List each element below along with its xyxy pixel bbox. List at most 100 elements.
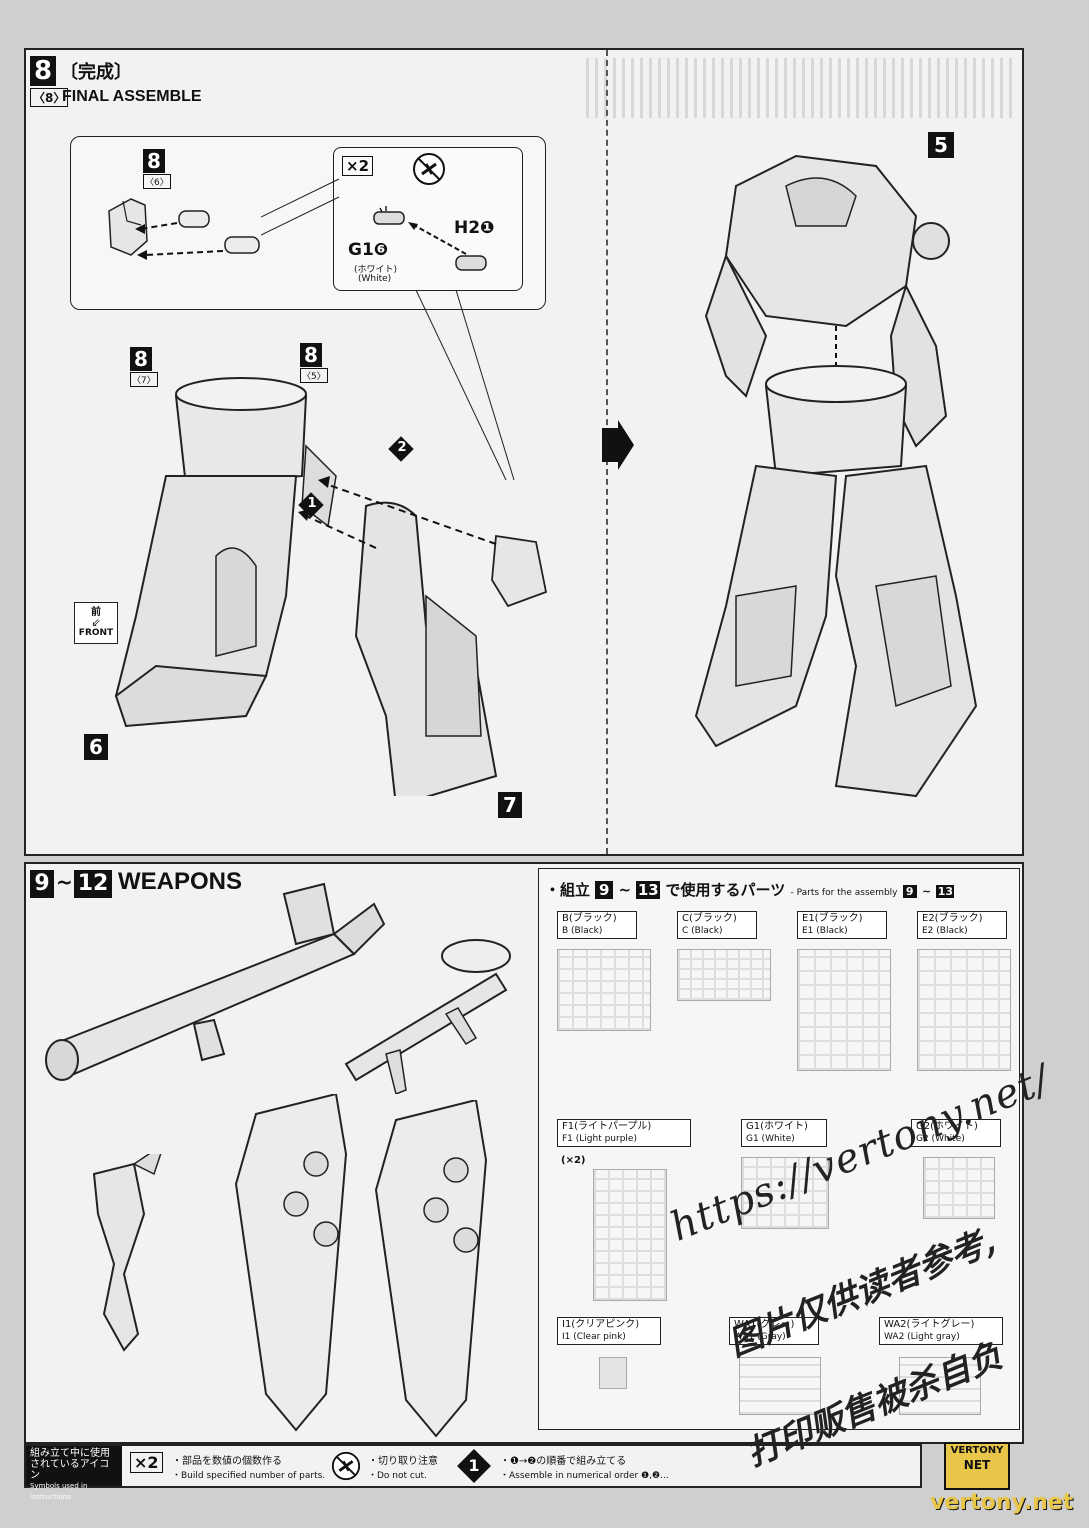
callout-pointer <box>415 290 515 481</box>
legend-item1-jp: ・部品を数値の個数作る <box>172 1456 282 1467</box>
ref-right-sub: 〈5〉 <box>300 368 328 383</box>
legend-item2-en: ・Do not cut. <box>368 1471 427 1481</box>
runner-e1-jp: E1(ブラック) <box>802 913 863 924</box>
order-label-1: 1 <box>307 496 317 511</box>
callout-ref-sub: 〈6〉 <box>143 174 171 189</box>
ref-left-sub: 〈7〉 <box>130 372 158 387</box>
runner-f1-jp: F1(ライトパープル) <box>562 1121 652 1132</box>
runner-b-en: B (Black) <box>562 926 603 936</box>
runner-label-i1: I1(クリアピンク) I1 (Clear pink) <box>557 1317 661 1345</box>
callout-link-lines <box>261 178 340 236</box>
runner-c-jp: C(ブラック) <box>682 913 737 924</box>
step-title-jp: 〔完成〕 <box>60 62 132 83</box>
front-label-jp: 前 <box>91 607 101 618</box>
runner-label-e2: E2(ブラック) E2 (Black) <box>917 911 1007 939</box>
runner-wa1-image <box>739 1357 821 1415</box>
legend-multiplier-icon: ×2 <box>130 1452 163 1473</box>
legend-item3-en: ・Assemble in numerical order ❶,❷... <box>500 1471 669 1481</box>
legend-title: 組み立て中に使用 されているアイコン Symbols used in instr… <box>26 1446 122 1501</box>
legend-title-jp-1: 組み立て中に使用 <box>30 1448 110 1459</box>
ref-right-number: 8 <box>300 343 322 367</box>
rifle-drawing <box>344 939 511 1094</box>
runner-e1-image <box>797 949 891 1071</box>
runner-g2-en: G2 (White) <box>916 1134 965 1144</box>
runner-wa1-jp: WA1(グレー) <box>734 1319 795 1330</box>
thruster-part-2 <box>224 236 260 254</box>
runner-g2-jp: G2(ホワイト) <box>916 1121 978 1132</box>
callout-inner-box: ×2 H2❶ G1❻ (ホワイト) (White) <box>333 147 523 291</box>
upper-body-label-5: 5 <box>928 132 954 158</box>
parts-header-en: - Parts for the assembly <box>790 888 898 898</box>
runner-label-c: C(ブラック) C (Black) <box>677 911 757 939</box>
runner-e2-en: E2 (Black) <box>922 926 968 936</box>
watermark-logo-top: VERTONY <box>950 1445 1004 1456</box>
watermark-bottom: vertony.net <box>930 1490 1074 1515</box>
parts-header-jp-post: で使用するパーツ <box>665 881 786 899</box>
runner-label-b: B(ブラック) B (Black) <box>557 911 637 939</box>
multiplier-badge: ×2 <box>342 156 374 176</box>
runner-g1-jp: G1(ホワイト) <box>746 1121 808 1132</box>
runner-e1-en: E1 (Black) <box>802 926 848 936</box>
parts-header-to: 13 <box>636 881 661 899</box>
shield-drawing-left <box>234 1094 348 1432</box>
bazooka-drawing <box>45 882 386 1081</box>
parts-header-en-to: 13 <box>936 885 955 898</box>
parts-header-tilde: ~ <box>618 881 632 899</box>
weapons-title: WEAPONS <box>118 868 243 895</box>
tomahawk-drawing <box>92 1154 162 1352</box>
front-arrow-icon: ⇙ <box>91 616 101 629</box>
step-title-en: FINAL ASSEMBLE <box>62 88 202 105</box>
leg-label-6: 6 <box>84 734 108 760</box>
watermark-logo-mid: NET <box>963 1458 991 1472</box>
runner-f1-image <box>593 1169 667 1301</box>
runner-c-en: C (Black) <box>682 926 723 936</box>
front-label-en: FRONT <box>78 628 114 638</box>
runner-label-wa1: WA1(グレー) WA1 (Gray) <box>729 1317 819 1345</box>
parts-header-jp-pre: ・組立 <box>545 881 591 899</box>
shield-drawing-right <box>374 1100 488 1438</box>
runner-wa1-en: WA1 (Gray) <box>734 1332 786 1342</box>
ref-left-number: 8 <box>130 347 152 371</box>
step-sub-number: 〈8〉 <box>30 88 69 107</box>
runner-e2-image <box>917 949 1011 1071</box>
weapons-panel: 9 ~ 12 WEAPONS <box>24 862 1024 1444</box>
runner-g1-image <box>741 1157 829 1229</box>
legend-no-cut-icon <box>331 1451 361 1481</box>
front-marker: 前 ⇙ FRONT <box>74 602 118 644</box>
runner-i1-en: I1 (Clear pink) <box>562 1332 626 1342</box>
runner-wa2-jp: WA2(ライトグレー) <box>884 1319 975 1330</box>
weapons-from-number: 9 <box>30 870 54 898</box>
watermark-logo: VERTONY NET <box>944 1442 1010 1490</box>
parts-list-box: ・組立 9 ~ 13 で使用するパーツ - Parts for the asse… <box>538 868 1020 1430</box>
runner-b-image <box>557 949 651 1031</box>
step8-panel: 8 〔完成〕 〈8〉 FINAL ASSEMBLE 8 〈6〉 ×2 <box>24 48 1024 856</box>
h2-part-icon <box>455 255 487 271</box>
runner-i1-image <box>599 1357 627 1389</box>
runner-f1-count: (×2) <box>561 1155 586 1166</box>
g1-part-icon <box>373 206 405 225</box>
parts-header-en-from: 9 <box>902 885 917 898</box>
legend-order-number: 1 <box>468 1456 480 1475</box>
part-label-h2: H2❶ <box>454 218 495 238</box>
parts-header-from: 9 <box>595 881 614 899</box>
parts-header: ・組立 9 ~ 13 で使用するパーツ - Parts for the asse… <box>545 879 955 900</box>
color-label-jp: (ホワイト) <box>354 265 398 275</box>
next-step-arrow <box>602 420 634 470</box>
parts-header-en-tilde: ~ <box>921 885 932 898</box>
runner-wa2-en: WA2 (Light gray) <box>884 1332 960 1342</box>
leg-label-7: 7 <box>498 792 522 818</box>
part-label-g1: G1❻ <box>348 240 389 260</box>
thruster-part-1 <box>178 210 210 228</box>
runner-b-jp: B(ブラック) <box>562 913 617 924</box>
runner-label-f1: F1(ライトパープル) F1 (Light purple) <box>557 1119 691 1147</box>
runner-g1-en: G1 (White) <box>746 1134 795 1144</box>
runner-wa2-image <box>899 1357 981 1415</box>
legend-title-jp-2: されているアイコン <box>30 1459 110 1481</box>
runner-g2-image <box>923 1157 995 1219</box>
weapons-tilde: ~ <box>56 870 73 894</box>
runner-label-wa2: WA2(ライトグレー) WA2 (Light gray) <box>879 1317 1003 1345</box>
runner-e2-jp: E2(ブラック) <box>922 913 983 924</box>
weapons-to-number: 12 <box>74 870 112 898</box>
runner-c-image <box>677 949 771 1001</box>
